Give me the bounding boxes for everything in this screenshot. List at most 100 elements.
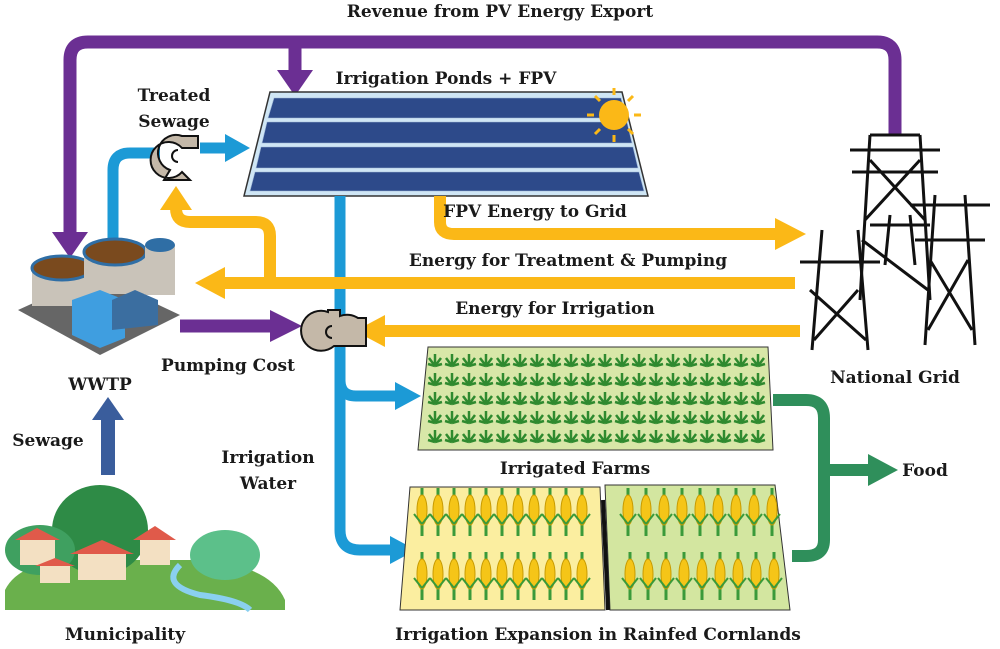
crop-plant-icon [580, 411, 596, 425]
corn-icon [747, 552, 765, 600]
crop-plant-icon [444, 392, 460, 406]
label-treated-1: Treated [138, 86, 211, 106]
corn-icon [413, 552, 431, 600]
corn-icon [763, 488, 781, 536]
label-municipality: Municipality [65, 625, 186, 645]
crop-plant-icon [665, 392, 681, 406]
crop-plant-icon [648, 392, 664, 406]
crop-plant-icon [716, 411, 732, 425]
crop-plant-icon [750, 430, 766, 444]
crop-plant-icon [529, 411, 545, 425]
crop-plant-icon [495, 430, 511, 444]
corn-icon [619, 488, 637, 536]
label-revenue: Revenue from PV Energy Export [347, 2, 654, 22]
crop-plant-icon [733, 392, 749, 406]
crop-plant-icon [444, 430, 460, 444]
crop-plant-icon [563, 411, 579, 425]
label-cornlands: Irrigation Expansion in Rainfed Cornland… [395, 625, 801, 645]
crop-plant-icon [478, 411, 494, 425]
crop-plant-icon [461, 411, 477, 425]
corn-icon [445, 552, 463, 600]
label-wwtp: WWTP [67, 375, 132, 395]
crop-plant-icon [750, 373, 766, 387]
crop-plant-icon [478, 354, 494, 368]
crop-plant-icon [699, 354, 715, 368]
crop-plant-icon [529, 354, 545, 368]
corn-icon [657, 552, 675, 600]
corn-icon [675, 552, 693, 600]
crop-plant-icon [461, 392, 477, 406]
label-irrigation-water-1: Irrigation [221, 448, 314, 468]
crop-plant-icon [665, 411, 681, 425]
crop-plant-icon [699, 411, 715, 425]
solar-panel-icon [243, 91, 649, 197]
crop-plant-icon [631, 354, 647, 368]
label-sewage: Sewage [12, 431, 84, 451]
label-national-grid: National Grid [830, 368, 960, 388]
crop-plant-icon [716, 430, 732, 444]
corn-icon [573, 488, 591, 536]
crop-plant-icon [682, 430, 698, 444]
label-irrigation-water-2: Water [239, 474, 297, 494]
label-ponds: Irrigation Ponds + FPV [336, 69, 558, 89]
corn-icon [573, 552, 591, 600]
crop-plant-icon [682, 373, 698, 387]
corn-icon [445, 488, 463, 536]
corn-icon [541, 488, 559, 536]
corn-icon [765, 552, 783, 600]
farm-field-icon [417, 346, 774, 451]
crop-plant-icon [665, 354, 681, 368]
energy-flow [170, 196, 800, 337]
corn-icon [493, 488, 511, 536]
crop-plant-icon [546, 354, 562, 368]
crop-plant-icon [495, 411, 511, 425]
crop-plant-icon [427, 392, 443, 406]
corn-icon [525, 488, 543, 536]
food-arrowhead [868, 454, 898, 486]
corn-icon [639, 552, 657, 600]
crop-plant-icon [512, 411, 528, 425]
revenue-arrowheads [52, 70, 313, 342]
crop-plant-icon [716, 392, 732, 406]
crop-plant-icon [580, 430, 596, 444]
label-treated-2: Sewage [138, 112, 210, 132]
crop-plant-icon [563, 373, 579, 387]
corn-icon [525, 552, 543, 600]
corn-icon [693, 552, 711, 600]
crop-plant-icon [750, 354, 766, 368]
energy-arrowheads [160, 186, 806, 347]
crop-plant-icon [580, 354, 596, 368]
crop-plant-icon [682, 354, 698, 368]
crop-plant-icon [614, 430, 630, 444]
crop-plant-icon [512, 354, 528, 368]
pump-icon [149, 133, 199, 181]
corn-icon [621, 552, 639, 600]
revenue-flow [63, 35, 902, 333]
crop-plant-icon [444, 354, 460, 368]
crop-plant-icon [648, 411, 664, 425]
crop-plant-icon [529, 430, 545, 444]
crop-plant-icon [512, 392, 528, 406]
irrigation-pump-icon [300, 309, 367, 352]
corn-icon [745, 488, 763, 536]
crop-plant-icon [580, 392, 596, 406]
crop-plant-icon [733, 411, 749, 425]
crop-plant-icon [478, 373, 494, 387]
village-icon [5, 485, 285, 613]
crop-plant-icon [546, 392, 562, 406]
crop-plant-icon [699, 373, 715, 387]
crop-plant-icon [512, 430, 528, 444]
crop-plant-icon [580, 373, 596, 387]
crop-plant-icon [563, 392, 579, 406]
crop-plant-icon [682, 392, 698, 406]
corn-icon [729, 552, 747, 600]
crop-plant-icon [495, 373, 511, 387]
crop-plant-icon [597, 411, 613, 425]
corn-icon [655, 488, 673, 536]
corn-icon [493, 552, 511, 600]
crop-plant-icon [750, 392, 766, 406]
crop-plant-icon [614, 354, 630, 368]
crop-plant-icon [733, 430, 749, 444]
corn-icon [557, 552, 575, 600]
